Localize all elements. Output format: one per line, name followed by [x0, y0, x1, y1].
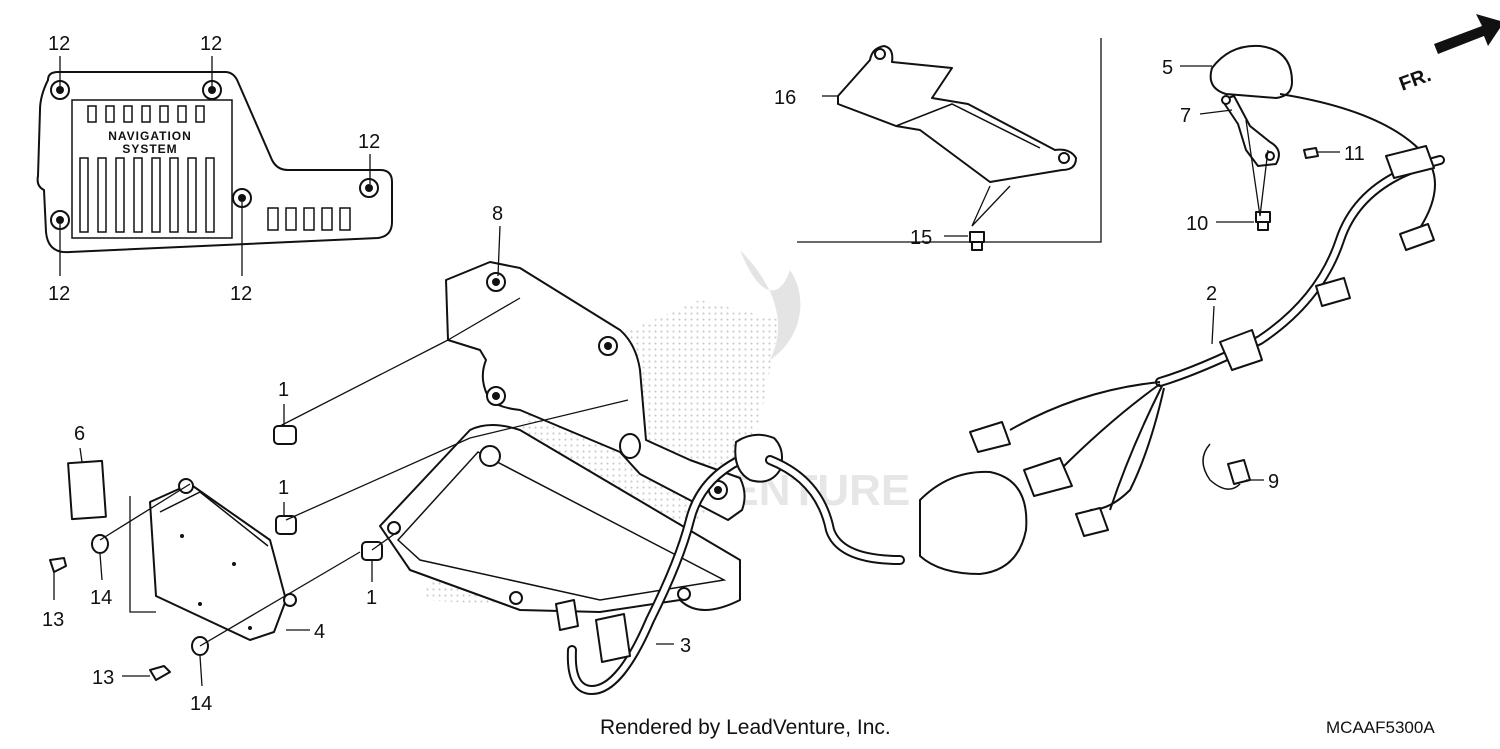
callout-13: 13 [42, 609, 64, 631]
bracket-inset [797, 38, 1102, 243]
diagram-code: MCAAF5300A [1326, 718, 1435, 737]
screws [49, 557, 171, 681]
cover-text-navigation: NAVIGATION [108, 129, 192, 143]
callout-10: 10 [1186, 213, 1208, 235]
cover-grommets [50, 80, 379, 230]
callout-12: 12 [48, 283, 70, 305]
callout-15: 15 [910, 227, 932, 249]
callout-2: 2 [1206, 283, 1217, 305]
callout-12: 12 [230, 283, 252, 305]
callout-labels: 12 12 12 12 12 8 16 15 5 7 11 10 2 1 1 1… [42, 33, 1365, 715]
callout-16: 16 [774, 87, 796, 109]
cover-grille [79, 105, 351, 233]
navigation-unit [149, 478, 297, 641]
washers [91, 534, 209, 656]
callout-12: 12 [200, 33, 222, 55]
callout-1: 1 [278, 379, 289, 401]
cushions [273, 425, 383, 561]
cover-text-system: SYSTEM [122, 142, 177, 156]
callout-1: 1 [278, 477, 289, 499]
callout-5: 5 [1162, 57, 1173, 79]
connector-boot [734, 433, 1028, 575]
callout-6: 6 [74, 423, 85, 445]
wire-harness [969, 145, 1445, 537]
leader-lines [53, 56, 1340, 687]
callout-8: 8 [492, 203, 503, 225]
callout-3: 3 [680, 635, 691, 657]
front-arrow-icon: FR. [1396, 14, 1500, 96]
bolt-15 [969, 231, 985, 251]
front-indicator-label: FR. [1396, 64, 1434, 96]
callout-12: 12 [48, 33, 70, 55]
callout-13: 13 [92, 667, 114, 689]
credit-text: Rendered by LeadVenture, Inc. [600, 716, 891, 739]
callout-12: 12 [358, 131, 380, 153]
callout-14: 14 [190, 693, 212, 715]
pad-6 [67, 459, 107, 521]
callout-1: 1 [366, 587, 377, 609]
unit-tray [379, 424, 741, 613]
screw-11 [1303, 147, 1319, 159]
callout-9: 9 [1268, 471, 1279, 493]
navigation-cover: NAVIGATION SYSTEM [36, 71, 393, 254]
callout-11: 11 [1344, 143, 1365, 165]
mount-bracket [445, 261, 746, 521]
callout-14: 14 [90, 587, 112, 609]
cable-assembly [555, 455, 745, 696]
callout-4: 4 [314, 621, 325, 643]
bolt-10 [1255, 211, 1271, 231]
cable-clip [1202, 443, 1251, 490]
callout-7: 7 [1180, 105, 1191, 127]
